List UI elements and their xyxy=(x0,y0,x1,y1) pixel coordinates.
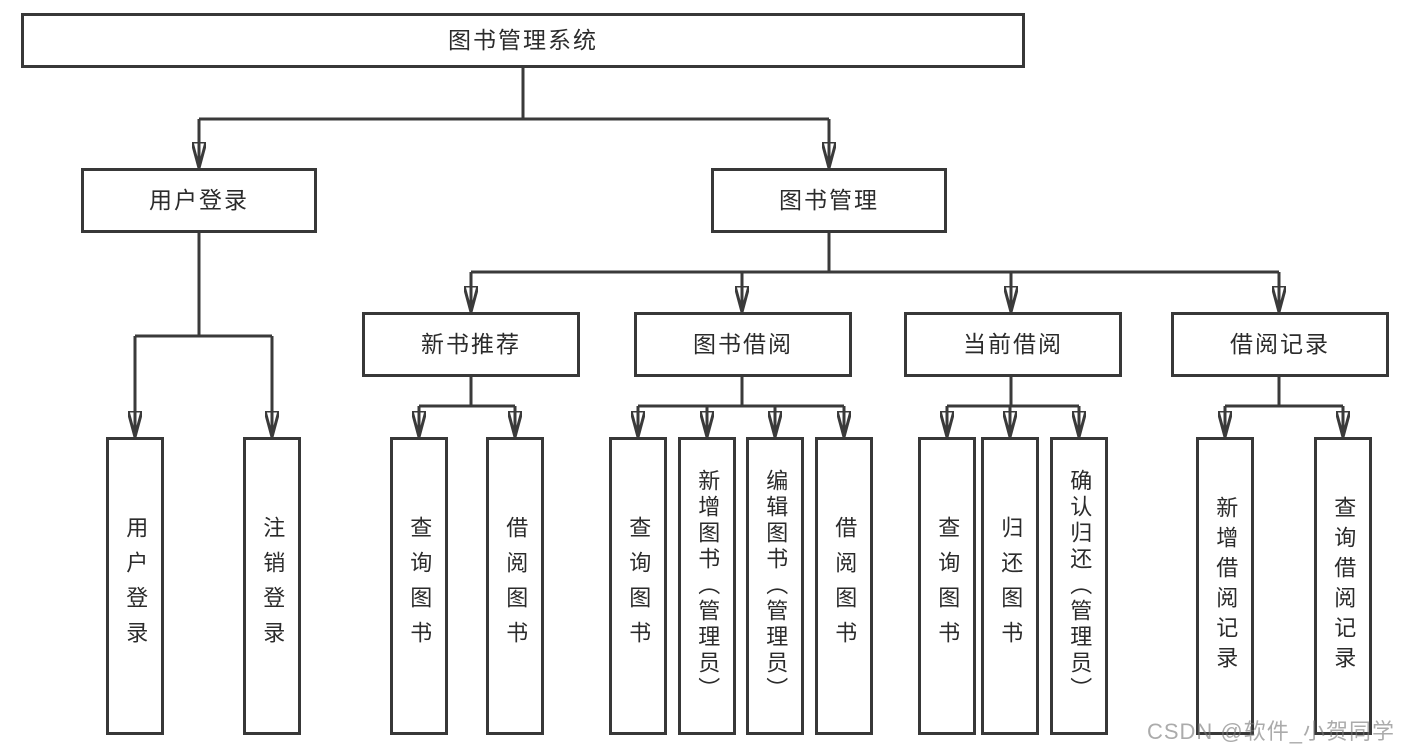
leaf-query-book-newrec: 查询图书 xyxy=(390,437,448,735)
leaf-label: 注销登录 xyxy=(260,516,286,656)
node-borrow-record-label: 借阅记录 xyxy=(1230,330,1330,357)
leaf-label: 查询借阅记录 xyxy=(1331,496,1357,676)
node-user-login-label: 用户登录 xyxy=(149,186,249,213)
leaf-label: 新增图书（管理员） xyxy=(695,469,721,703)
leaf-label: 新增借阅记录 xyxy=(1213,496,1239,676)
leaf-label: 编辑图书（管理员） xyxy=(763,469,789,703)
leaf-label: 查询图书 xyxy=(626,516,652,656)
leaf-edit-book-admin: 编辑图书（管理员） xyxy=(746,437,804,735)
leaf-label: 查询图书 xyxy=(407,516,433,656)
leaf-confirm-return-admin: 确认归还（管理员） xyxy=(1050,437,1108,735)
leaf-borrow-book-newrec: 借阅图书 xyxy=(486,437,544,735)
leaf-borrow-book: 借阅图书 xyxy=(815,437,873,735)
node-new-book-recommend: 新书推荐 xyxy=(362,312,580,377)
leaf-label: 查询图书 xyxy=(935,516,961,656)
node-root: 图书管理系统 xyxy=(21,13,1025,68)
leaf-label: 归还图书 xyxy=(998,516,1024,656)
leaf-label: 用户登录 xyxy=(123,516,149,656)
node-book-borrow: 图书借阅 xyxy=(634,312,852,377)
node-book-management: 图书管理 xyxy=(711,168,947,233)
node-current-borrow: 当前借阅 xyxy=(904,312,1122,377)
csdn-watermark: CSDN @软件_小贺同学 xyxy=(1146,719,1395,744)
leaf-add-borrow-record: 新增借阅记录 xyxy=(1196,437,1254,735)
leaf-user-login: 用户登录 xyxy=(106,437,164,735)
leaf-query-book-current: 查询图书 xyxy=(918,437,976,735)
node-root-label: 图书管理系统 xyxy=(448,26,598,53)
leaf-add-book-admin: 新增图书（管理员） xyxy=(678,437,736,735)
leaf-label: 借阅图书 xyxy=(503,516,529,656)
leaf-label: 借阅图书 xyxy=(832,516,858,656)
node-book-borrow-label: 图书借阅 xyxy=(693,330,793,357)
leaf-label: 确认归还（管理员） xyxy=(1067,469,1093,703)
node-current-borrow-label: 当前借阅 xyxy=(963,330,1063,357)
node-user-login: 用户登录 xyxy=(81,168,317,233)
node-book-management-label: 图书管理 xyxy=(779,186,879,213)
leaf-query-borrow-record: 查询借阅记录 xyxy=(1314,437,1372,735)
leaf-logout: 注销登录 xyxy=(243,437,301,735)
leaf-query-book-borrow: 查询图书 xyxy=(609,437,667,735)
leaf-return-book: 归还图书 xyxy=(981,437,1039,735)
node-new-book-recommend-label: 新书推荐 xyxy=(421,330,521,357)
node-borrow-record: 借阅记录 xyxy=(1171,312,1389,377)
